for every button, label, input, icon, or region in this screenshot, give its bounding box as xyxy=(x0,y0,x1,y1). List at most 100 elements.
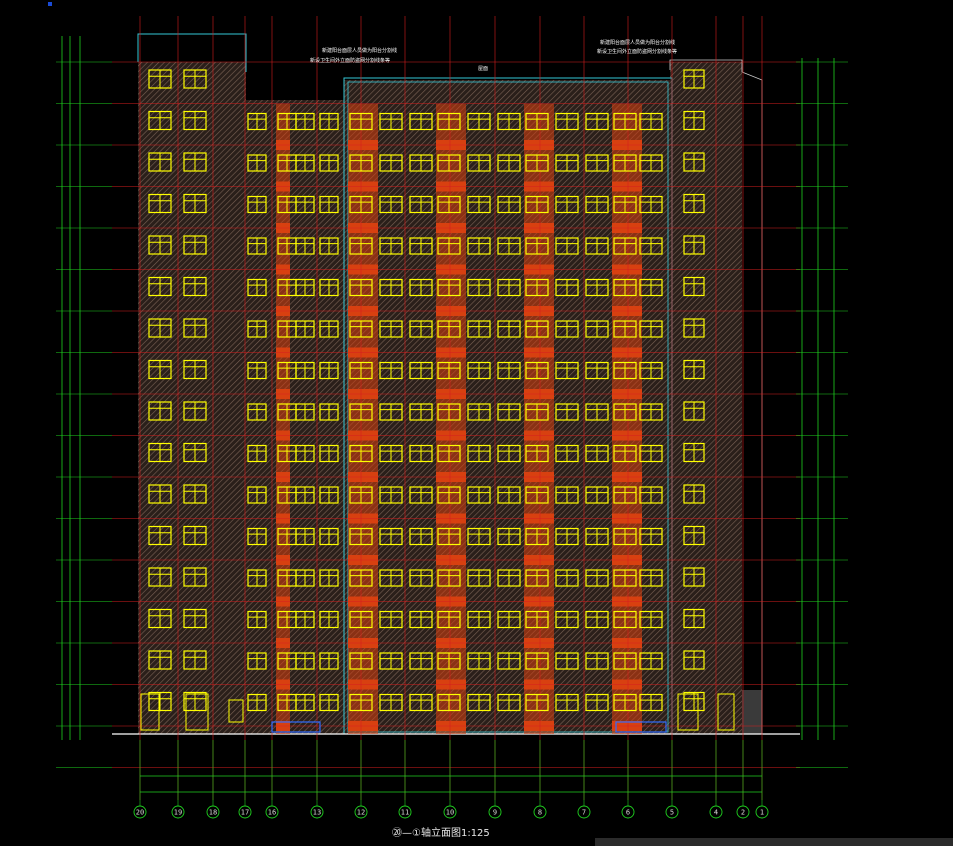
window xyxy=(148,359,172,380)
axis-bubble-icon xyxy=(736,805,750,819)
window xyxy=(437,195,461,214)
red-grid-lines xyxy=(112,16,800,800)
window xyxy=(349,444,373,463)
window xyxy=(319,486,339,504)
window xyxy=(555,154,579,172)
window xyxy=(349,610,373,629)
note-left-line-1: 新建阳台面层人员做为阳台分割线 xyxy=(322,47,397,54)
window xyxy=(437,486,461,504)
window xyxy=(247,444,267,463)
window xyxy=(183,484,207,504)
window xyxy=(639,527,663,546)
window xyxy=(437,237,461,255)
window xyxy=(247,610,267,629)
window xyxy=(639,237,663,255)
window xyxy=(409,403,433,421)
window xyxy=(613,361,637,380)
window xyxy=(183,525,207,546)
window xyxy=(319,154,339,172)
window xyxy=(467,652,491,670)
window xyxy=(585,693,609,712)
window xyxy=(349,154,373,172)
axis-label: 2 xyxy=(741,809,745,817)
window xyxy=(683,484,705,504)
orange-column xyxy=(524,104,554,734)
window xyxy=(497,610,521,629)
window xyxy=(467,403,491,421)
window xyxy=(379,278,403,297)
window xyxy=(148,567,172,587)
window xyxy=(683,359,705,380)
axis-bubble-icon xyxy=(488,805,502,819)
window xyxy=(148,69,172,89)
window xyxy=(683,318,705,338)
window xyxy=(409,486,433,504)
window xyxy=(148,650,172,670)
window xyxy=(183,193,207,214)
window xyxy=(525,195,549,214)
window xyxy=(379,486,403,504)
window xyxy=(183,235,207,255)
axis-bubble-icon xyxy=(755,805,769,819)
window xyxy=(319,320,339,338)
window xyxy=(555,112,579,131)
window xyxy=(379,610,403,629)
window xyxy=(467,486,491,504)
axis-bubble-icon xyxy=(533,805,547,819)
window xyxy=(613,154,637,172)
window xyxy=(639,112,663,131)
window xyxy=(497,195,521,214)
window xyxy=(467,320,491,338)
window xyxy=(295,444,315,463)
right-canopy xyxy=(615,721,667,733)
window xyxy=(639,403,663,421)
axis-label: 8 xyxy=(538,809,542,817)
window xyxy=(319,112,339,131)
window xyxy=(525,403,549,421)
window xyxy=(247,527,267,546)
window xyxy=(683,193,705,214)
window xyxy=(639,154,663,172)
window xyxy=(525,693,549,712)
axis-label: 11 xyxy=(401,809,409,817)
window xyxy=(409,278,433,297)
window xyxy=(613,320,637,338)
window xyxy=(683,401,705,421)
window xyxy=(295,693,315,712)
window xyxy=(467,237,491,255)
axis-label: 19 xyxy=(174,809,182,817)
window xyxy=(295,527,315,546)
window xyxy=(555,569,579,587)
building-facade xyxy=(112,33,800,735)
window xyxy=(183,359,207,380)
window xyxy=(497,112,521,131)
axis-bubble-icon xyxy=(310,805,324,819)
window xyxy=(497,320,521,338)
window xyxy=(295,154,315,172)
window xyxy=(525,320,549,338)
window xyxy=(409,652,433,670)
entrance-door xyxy=(677,693,699,731)
window xyxy=(613,652,637,670)
window xyxy=(613,444,637,463)
window xyxy=(295,403,315,421)
window xyxy=(349,195,373,214)
window xyxy=(585,569,609,587)
window xyxy=(585,112,609,131)
window xyxy=(409,361,433,380)
window xyxy=(497,569,521,587)
orange-column xyxy=(348,104,378,734)
window xyxy=(497,444,521,463)
window xyxy=(525,652,549,670)
window xyxy=(585,237,609,255)
window xyxy=(247,361,267,380)
window xyxy=(319,693,339,712)
window xyxy=(183,318,207,338)
window xyxy=(379,444,403,463)
window xyxy=(379,195,403,214)
axis-bubble-icon xyxy=(665,805,679,819)
axis-label: 5 xyxy=(670,809,674,817)
window xyxy=(349,361,373,380)
window xyxy=(148,152,172,172)
